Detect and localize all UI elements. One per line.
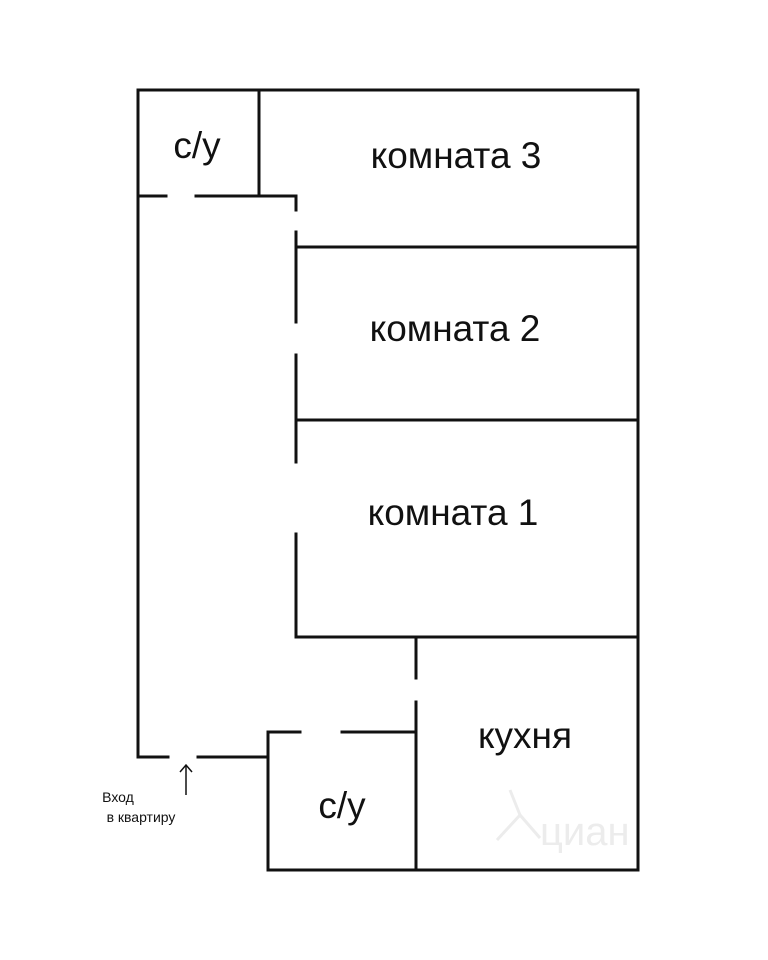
walls <box>136 88 640 872</box>
entrance-label-line2: в квартиру <box>107 809 176 825</box>
room-labels: с/у комната 3 комната 2 комната 1 кухня … <box>173 125 572 826</box>
room-label-bath-bottom: с/у <box>318 785 366 826</box>
room-label-room-1: комната 1 <box>368 492 539 533</box>
room-label-room-3: комната 3 <box>371 135 542 176</box>
entrance-marker: Вход в квартиру <box>102 763 193 825</box>
room-label-room-2: комната 2 <box>370 308 541 349</box>
cian-watermark: циан <box>495 789 630 854</box>
entrance-label-line1: Вход <box>102 789 134 805</box>
up-arrow-icon <box>179 763 193 795</box>
cian-logo-icon <box>495 789 542 842</box>
room-label-bath-top: с/у <box>173 125 221 166</box>
watermark-text: циан <box>540 810 630 854</box>
room-label-kitchen: кухня <box>478 715 572 756</box>
